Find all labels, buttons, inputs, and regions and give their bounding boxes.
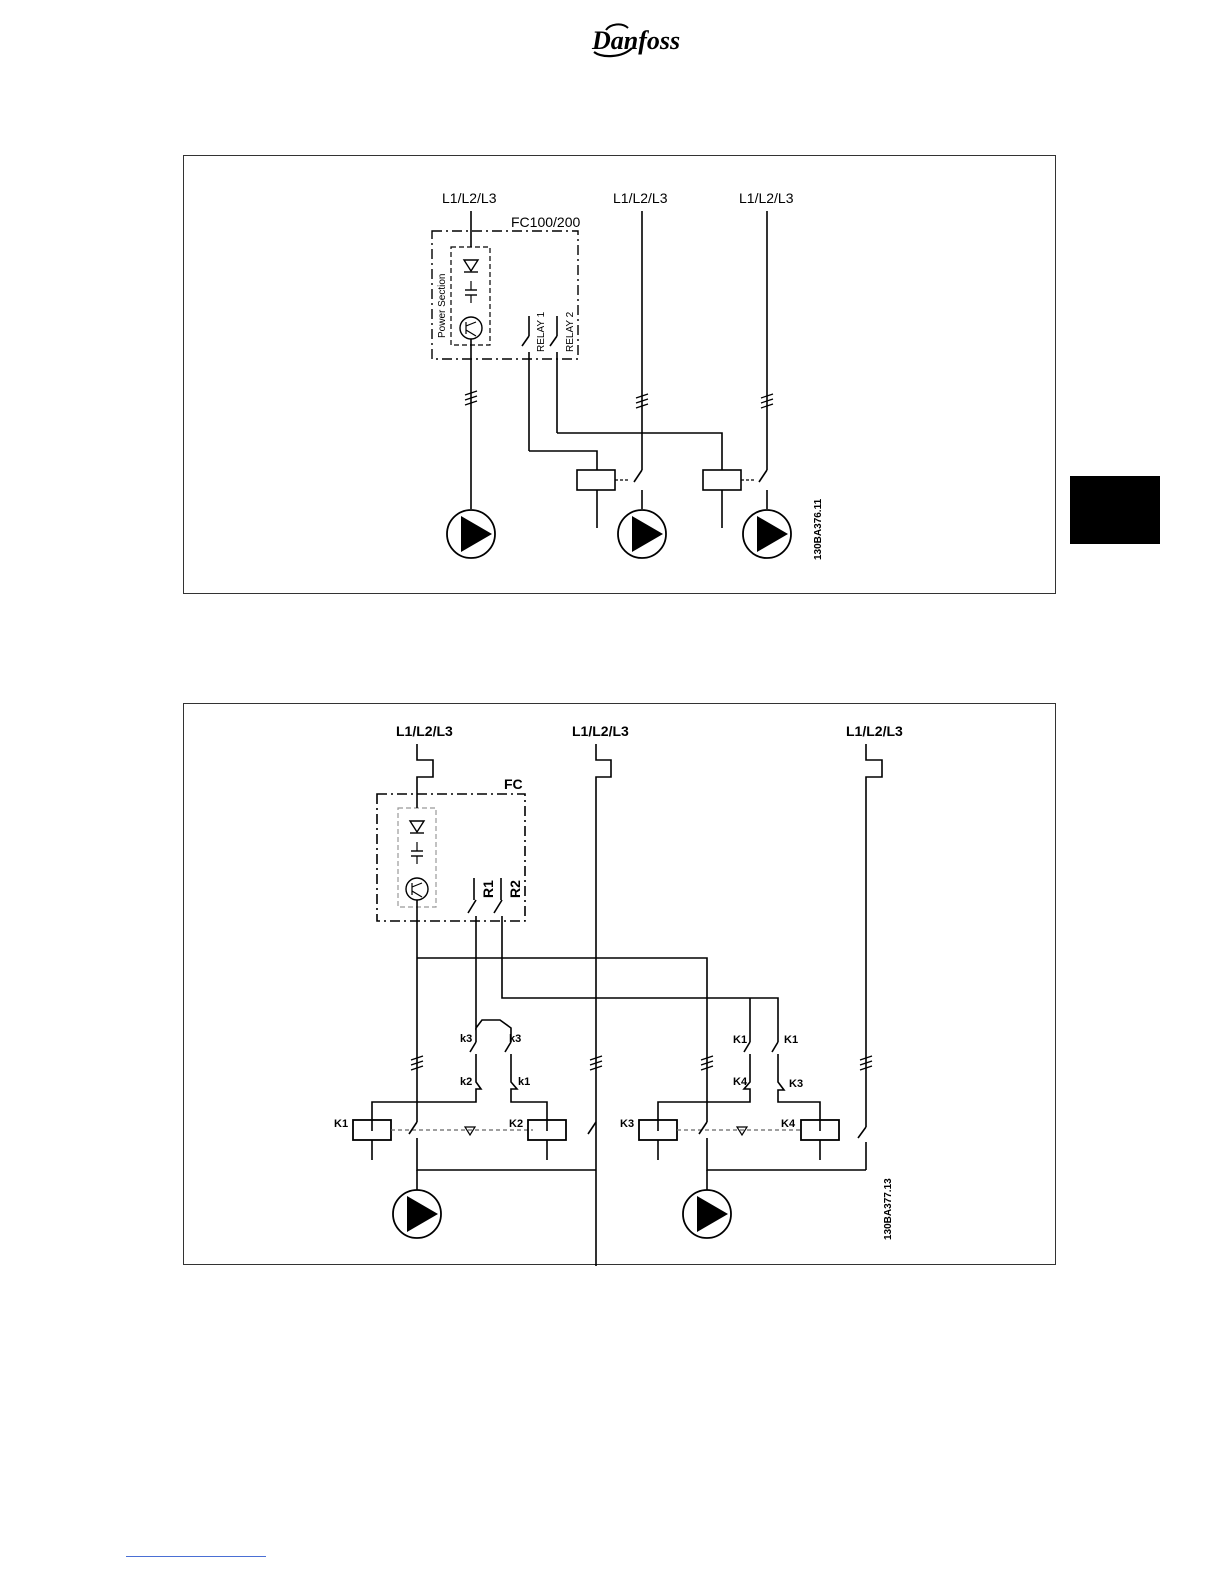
- contact-left-bot-a: k2: [460, 1076, 472, 1088]
- contact-right-top-b: K1: [784, 1034, 798, 1046]
- coil-k1-label: K1: [334, 1118, 348, 1130]
- interlock-right-icon: [737, 1127, 747, 1135]
- capacitor-icon: [411, 842, 423, 864]
- diagram-2-svg: L1/L2/L3 L1/L2/L3 L1/L2/L3 FC R1 R2 k3 k…: [184, 704, 1057, 1266]
- diagram-1-ref-code: 130BA376.11: [813, 498, 824, 560]
- drive-label: FC: [504, 776, 523, 792]
- contactor-coil-2: [703, 470, 741, 490]
- diagram-1-svg: L1/L2/L3 L1/L2/L3 L1/L2/L3 FC100/200 Pow…: [184, 156, 1057, 595]
- pump-1-icon: [447, 510, 495, 558]
- diagram-2-frame: L1/L2/L3 L1/L2/L3 L1/L2/L3 FC R1 R2 k3 k…: [183, 703, 1056, 1265]
- pump-1-icon: [393, 1190, 441, 1238]
- capacitor-icon: [465, 281, 477, 303]
- chapter-tab: [1070, 476, 1160, 544]
- relay-r2-label: R2: [507, 880, 523, 898]
- diagram-2-ref-code: 130BA377.13: [883, 1178, 894, 1240]
- supply-label-3: L1/L2/L3: [739, 190, 794, 206]
- drive-box: [377, 794, 525, 921]
- three-phase-mark-2: [636, 394, 648, 408]
- diode-icon: [410, 821, 424, 833]
- transistor-icon: [460, 317, 482, 339]
- pump-3-icon: [743, 510, 791, 558]
- relay-1-label: RELAY 1: [536, 311, 547, 352]
- supply-label-2: L1/L2/L3: [572, 723, 629, 739]
- three-phase-mark-3: [701, 1056, 713, 1070]
- three-phase-mark-1: [411, 1056, 423, 1070]
- pump-2-icon: [683, 1190, 731, 1238]
- contact-right-top-a: K1: [733, 1034, 747, 1046]
- drive-box: [432, 231, 578, 359]
- three-phase-mark-1: [465, 391, 477, 405]
- diode-icon: [464, 260, 478, 272]
- coil-k4-label: K4: [781, 1118, 796, 1130]
- three-phase-mark-3: [761, 394, 773, 408]
- drive-label: FC100/200: [511, 214, 580, 230]
- danfoss-logo: Danfoss: [592, 18, 696, 62]
- contactor-coil-1: [577, 470, 615, 490]
- supply-label-3: L1/L2/L3: [846, 723, 903, 739]
- interlock-left-icon: [465, 1127, 475, 1135]
- supply-label-1: L1/L2/L3: [442, 190, 497, 206]
- transistor-icon: [406, 878, 428, 900]
- relay-r1-label: R1: [480, 880, 496, 898]
- coil-k3-label: K3: [620, 1118, 634, 1130]
- supply-label-1: L1/L2/L3: [396, 723, 453, 739]
- diagram-1-frame: L1/L2/L3 L1/L2/L3 L1/L2/L3 FC100/200 Pow…: [183, 155, 1056, 594]
- supply-label-2: L1/L2/L3: [613, 190, 668, 206]
- contact-left-top-a: k3: [460, 1033, 472, 1045]
- relay-2-contact: [550, 316, 557, 433]
- power-section-label: Power Section: [437, 274, 448, 338]
- pump-2-icon: [618, 510, 666, 558]
- coil-k2-label: K2: [509, 1118, 523, 1130]
- logo-wordmark: Danfoss: [592, 26, 696, 56]
- relay-1-contact: [522, 316, 529, 451]
- contact-left-bot-b: k1: [518, 1076, 530, 1088]
- three-phase-mark-4: [860, 1056, 872, 1070]
- footer-rule: [126, 1556, 266, 1557]
- contact-right-bot-b: K3: [789, 1078, 803, 1090]
- relay-2-label: RELAY 2: [565, 311, 576, 352]
- three-phase-mark-2: [590, 1056, 602, 1070]
